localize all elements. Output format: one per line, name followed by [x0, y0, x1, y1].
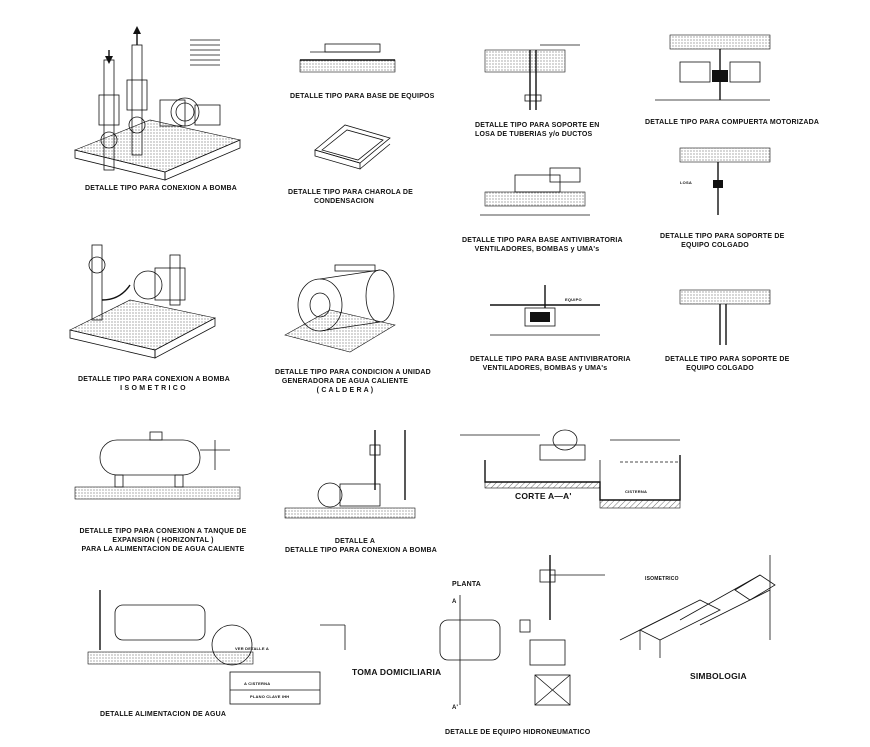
- caption-condensate-tray-line-1: DETALLE TIPO PARA CHAROLA DE: [288, 189, 413, 196]
- caption-expansion-tank-line-2: EXPANSION ( HORIZONTAL ): [112, 537, 214, 544]
- caption-hanging-support-2-line-2: EQUIPO COLGADO: [686, 365, 754, 372]
- detail-expansion-tank: [74, 431, 241, 500]
- detail-hanging-support-2: [679, 289, 771, 345]
- caption-water-feed: DETALLE ALIMENTACION DE AGUA: [100, 711, 227, 718]
- label-plano-clave: PLANO CLAVE IHH: [250, 694, 290, 699]
- caption-hanging-support-1-line-1: DETALLE TIPO PARA SOPORTE DE: [660, 233, 785, 240]
- caption-symbology: SIMBOLOGIA: [690, 671, 747, 681]
- caption-isometric-pump: DETALLE TIPO PARA CONEXION A BOMBA I S O…: [78, 375, 230, 393]
- label-planta: PLANTA: [452, 581, 482, 588]
- detail-isometric-layout: [619, 555, 776, 658]
- caption-pump-connection: DETALLE TIPO PARA CONEXION A BOMBA: [85, 185, 237, 192]
- caption-boiler-line-2: GENERADORA DE AGUA CALIENTE: [281, 378, 409, 385]
- detail-motorized-damper: [655, 34, 771, 101]
- caption-antivibration-1-line-1: DETALLE TIPO PARA BASE ANTIVIBRATORIA: [462, 237, 623, 244]
- caption-antivibration-1-line-2: VENTILADORES, BOMBAS y UMA's: [474, 246, 600, 253]
- caption-boiler-line-1: DETALLE TIPO PARA CONDICION A UNIDAD: [275, 369, 431, 376]
- detail-a-pump: [284, 430, 416, 519]
- detail-hanging-support-1: [679, 147, 771, 215]
- caption-boiler: DETALLE TIPO PARA CONDICION A UNIDAD GEN…: [275, 368, 431, 395]
- caption-boiler-line-3: ( C A L D E R A ): [316, 387, 374, 394]
- caption-slab-support: DETALLE TIPO PARA SOPORTE EN LOSA DE TUB…: [475, 121, 600, 139]
- caption-expansion-tank: DETALLE TIPO PARA CONEXION A TANQUE DE E…: [78, 527, 248, 554]
- caption-hanging-support-2: DETALLE TIPO PARA SOPORTE DE EQUIPO COLG…: [665, 355, 790, 373]
- caption-antivibration-2-line-2: VENTILADORES, BOMBAS y UMA's: [482, 365, 608, 372]
- label-losa: LOSA: [680, 180, 692, 185]
- caption-isometric-pump-line-2: I S O M E T R I C O: [120, 385, 186, 392]
- detail-slab-support: [484, 44, 580, 110]
- caption-hydropneumatic: DETALLE DE EQUIPO HIDRONEUMATICO: [445, 729, 591, 736]
- label-a-cisterna: A CISTERNA: [244, 681, 271, 686]
- label-equipo: EQUIPO: [565, 297, 582, 302]
- caption-expansion-tank-line-3: PARA LA ALIMENTACION DE AGUA CALIENTE: [81, 546, 245, 553]
- detail-water-feed: [87, 590, 346, 705]
- caption-motorized-damper: DETALLE TIPO PARA COMPUERTA MOTORIZADA: [645, 119, 820, 126]
- label-a-prime: A': [452, 705, 459, 711]
- caption-slab-support-line-1: DETALLE TIPO PARA SOPORTE EN: [475, 122, 600, 129]
- detail-equipment-base: [299, 43, 396, 73]
- caption-hanging-support-1-line-2: EQUIPO COLGADO: [681, 242, 749, 249]
- detail-isometric-pump: [69, 244, 216, 359]
- caption-condensate-tray: DETALLE TIPO PARA CHAROLA DE CONDENSACIO…: [288, 188, 413, 206]
- caption-domestic-intake: TOMA DOMICILIARIA: [352, 667, 442, 677]
- caption-antivibration-1: DETALLE TIPO PARA BASE ANTIVIBRATORIA VE…: [462, 236, 623, 254]
- detail-hydropneumatic: [439, 555, 605, 706]
- caption-hanging-support-2-line-1: DETALLE TIPO PARA SOPORTE DE: [665, 356, 790, 363]
- caption-equipment-base: DETALLE TIPO PARA BASE DE EQUIPOS: [290, 93, 435, 100]
- caption-hanging-support-1: DETALLE TIPO PARA SOPORTE DE EQUIPO COLG…: [660, 232, 785, 250]
- detail-antivibration-base-2: [490, 285, 600, 336]
- caption-isometric-pump-line-1: DETALLE TIPO PARA CONEXION A BOMBA: [78, 376, 230, 383]
- label-ver-detalle: VER DETALLE A: [235, 646, 269, 651]
- caption-antivibration-2-line-1: DETALLE TIPO PARA BASE ANTIVIBRATORIA: [470, 356, 631, 363]
- label-isometrico: ISOMETRICO: [645, 576, 679, 582]
- caption-expansion-tank-line-1: DETALLE TIPO PARA CONEXION A TANQUE DE: [79, 528, 247, 535]
- detail-section-a: [460, 429, 681, 509]
- caption-section-a: CORTE A—A': [515, 491, 572, 501]
- caption-detail-a-line-2: DETALLE TIPO PARA CONEXION A BOMBA: [285, 547, 437, 554]
- caption-detail-a-line-1: DETALLE A: [334, 538, 376, 545]
- detail-boiler: [284, 264, 396, 353]
- caption-detail-a: DETALLE A DETALLE TIPO PARA CONEXION A B…: [285, 537, 437, 555]
- detail-condensate-tray: [314, 124, 391, 170]
- label-cisterna: CISTERNA: [625, 489, 648, 494]
- detail-antivibration-base-1: [480, 167, 590, 216]
- detail-pump-connection: [74, 26, 241, 181]
- caption-antivibration-2: DETALLE TIPO PARA BASE ANTIVIBRATORIA VE…: [470, 355, 631, 373]
- caption-condensate-tray-line-2: CONDENSACION: [314, 198, 374, 205]
- label-a-mark: A: [452, 599, 457, 605]
- caption-slab-support-line-2: LOSA DE TUBERIAS y/o DUCTOS: [475, 131, 593, 138]
